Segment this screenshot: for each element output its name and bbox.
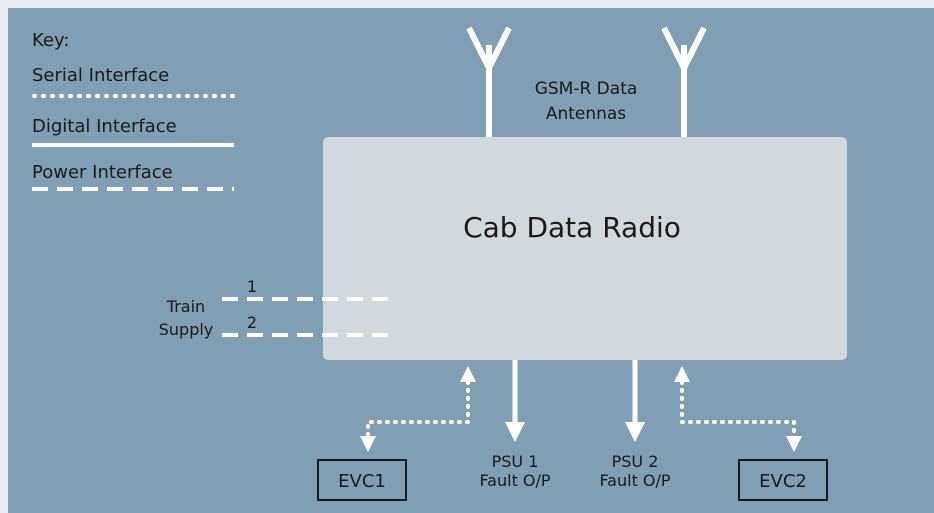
legend-title: Key: xyxy=(32,30,69,51)
psu2-label-line1: PSU 2 xyxy=(612,452,659,471)
gsmr-antenna-1 xyxy=(466,26,512,138)
evc2-label: EVC2 xyxy=(759,471,807,492)
evc2-box xyxy=(738,459,828,501)
antennas-label-line2: Antennas xyxy=(546,104,626,124)
psu1-label-line2: Fault O/P xyxy=(479,471,550,490)
train-supply-number-2: 2 xyxy=(247,313,257,332)
antennas-label-line1: GSM-R Data xyxy=(535,79,638,99)
train-supply-label-line1: Train xyxy=(166,297,205,316)
cab-data-radio-box xyxy=(323,137,847,360)
gsmr-antenna-2 xyxy=(661,26,707,138)
legend-power-label: Power Interface xyxy=(32,162,173,183)
serial-link-evc2 xyxy=(674,366,802,452)
evc1-box xyxy=(317,459,407,501)
legend-digital-label: Digital Interface xyxy=(32,116,177,137)
psu1-label-line1: PSU 1 xyxy=(492,452,539,471)
train-supply-label-line2: Supply xyxy=(159,320,214,339)
legend-serial-label: Serial Interface xyxy=(32,65,169,86)
antenna-2-icon xyxy=(661,26,707,75)
train-supply-number-1: 1 xyxy=(247,277,257,296)
psu2-label-line2: Fault O/P xyxy=(599,471,670,490)
evc1-label: EVC1 xyxy=(338,471,386,492)
cab-data-radio-label: Cab Data Radio xyxy=(463,211,681,244)
legend: Key: Serial Interface Digital Interface … xyxy=(32,30,236,191)
serial-link-evc1 xyxy=(360,366,476,452)
antenna-1-icon xyxy=(466,26,512,75)
